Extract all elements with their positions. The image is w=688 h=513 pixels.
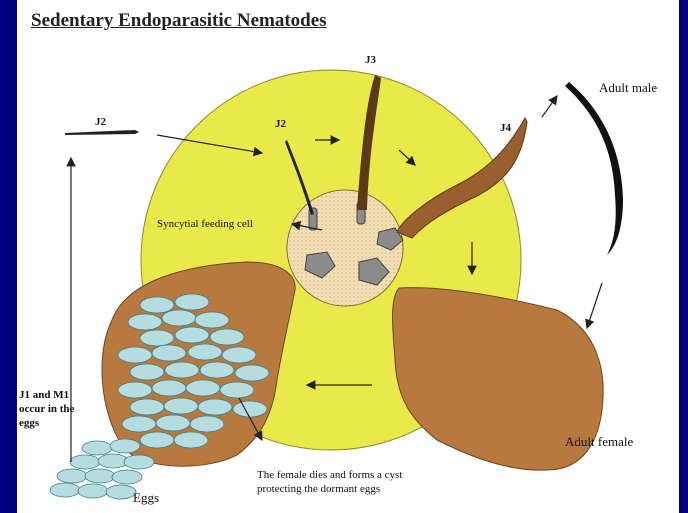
label-adult-female: Adult female	[565, 434, 633, 450]
label-eggs: Eggs	[133, 490, 159, 506]
label-j4: J4	[500, 122, 511, 134]
label-j1-m1: J1 and M1 occur in the eggs	[19, 388, 74, 430]
label-j2-root: J2	[275, 118, 286, 130]
label-female-dies: The female dies and forms a cyst protect…	[257, 468, 402, 496]
label-adult-male: Adult male	[599, 80, 657, 96]
slide: Sedentary Endoparasitic Nematodes	[17, 0, 679, 513]
label-j2-free: J2	[95, 116, 106, 128]
label-j3: J3	[365, 54, 376, 66]
label-syncytial-feeding-cell: Syncytial feeding cell	[157, 218, 253, 230]
j2-free-nematode	[65, 130, 139, 135]
adult-male-nematode	[565, 82, 623, 255]
